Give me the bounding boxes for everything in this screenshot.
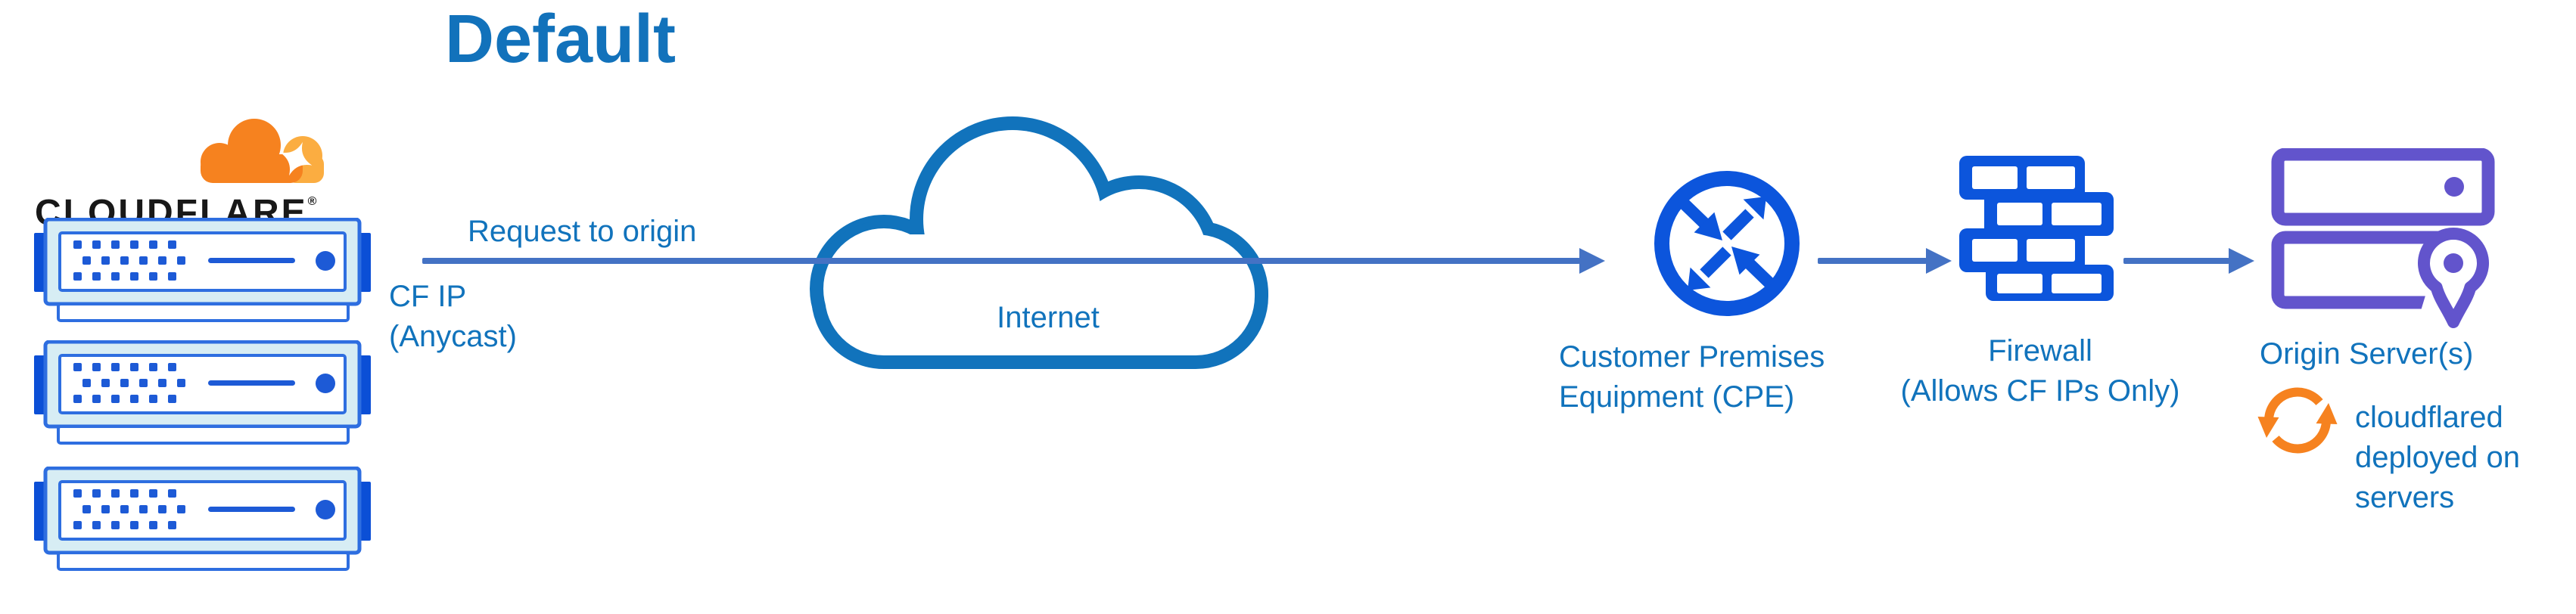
cloudflare-server-icon (34, 218, 371, 324)
flow-line-edge-to-cpe (422, 258, 1580, 264)
cf-ip-anycast-label: CF IP (Anycast) (389, 277, 517, 357)
internet-label: Internet (997, 301, 1100, 334)
origin-servers-icon (2271, 148, 2496, 328)
cloudflared-note-line-1: cloudflared (2355, 401, 2503, 434)
arrowhead-icon (1579, 248, 1605, 274)
flow-line-firewall-to-origin (2123, 258, 2229, 264)
cloudflared-note-line-3: servers (2355, 481, 2455, 514)
sync-arrows-icon (2257, 387, 2338, 454)
cloudflared-note-line-2: deployed on (2355, 441, 2520, 474)
cloudflared-note: cloudflared deployed on servers (2355, 398, 2520, 518)
arrowhead-icon (2229, 248, 2254, 274)
firewall-icon (1959, 156, 2114, 301)
location-pin-icon (2418, 227, 2489, 328)
cloudflare-server-icon (34, 467, 371, 572)
origin-servers-label: Origin Server(s) (2260, 337, 2474, 371)
cloudflare-cloud-icon (201, 119, 324, 183)
firewall-label-line-1: Firewall (1988, 334, 2092, 367)
cpe-label: Customer Premises Equipment (CPE) (1559, 337, 1825, 417)
flow-line-cpe-to-firewall (1818, 258, 1927, 264)
internet-cloud-icon (810, 116, 1268, 369)
page-title: Default (445, 2, 677, 77)
cpe-label-line-2: Equipment (CPE) (1559, 380, 1795, 414)
cpe-label-line-1: Customer Premises (1559, 340, 1825, 374)
registered-mark: ® (307, 195, 317, 208)
cf-ip-line-1: CF IP (389, 280, 467, 313)
cpe-router-icon (1654, 171, 1800, 316)
cloudflare-server-icon (34, 340, 371, 446)
arrowhead-icon (1926, 248, 1952, 274)
cf-ip-line-2: (Anycast) (389, 320, 517, 353)
firewall-label-line-2: (Allows CF IPs Only) (1900, 374, 2180, 408)
request-to-origin-label: Request to origin (468, 215, 697, 248)
firewall-label: Firewall (Allows CF IPs Only) (1851, 331, 2229, 411)
